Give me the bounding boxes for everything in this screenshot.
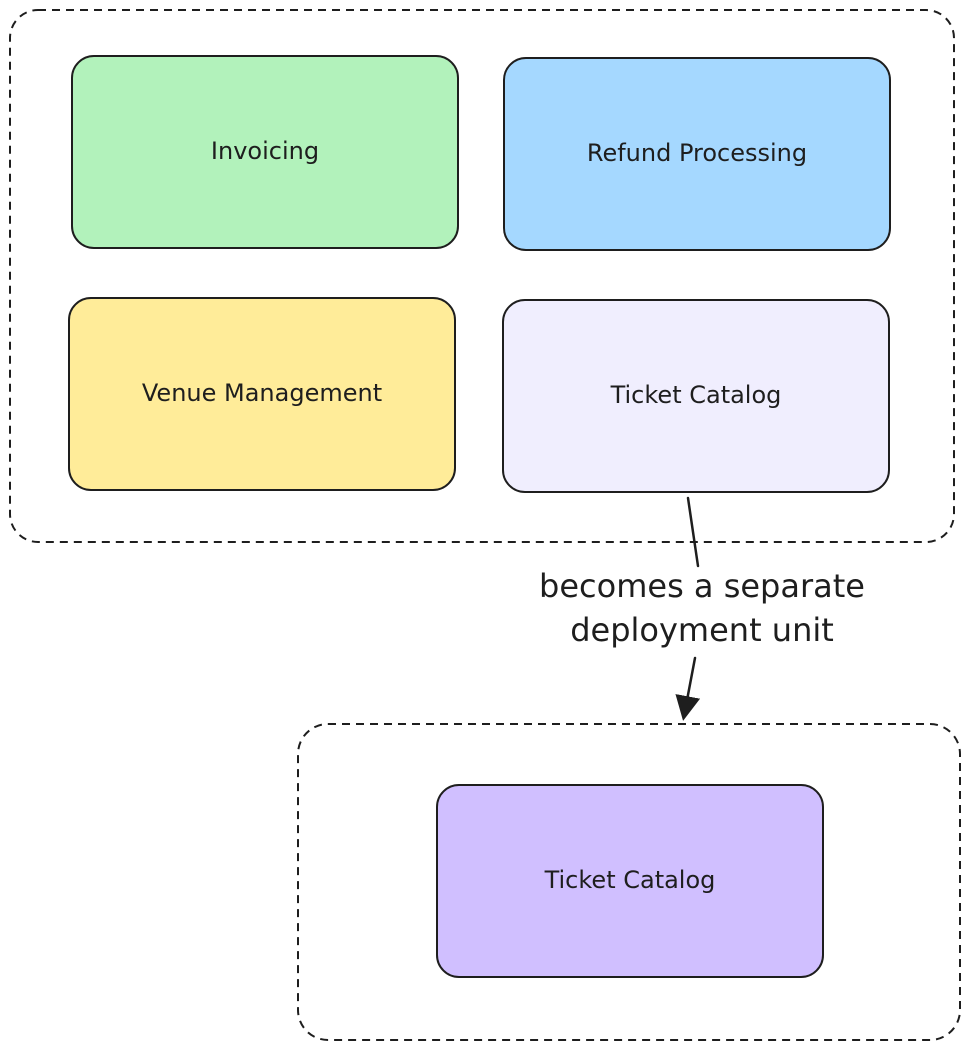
service-ticket-catalog-label: Ticket Catalog xyxy=(544,866,716,894)
deployment-unit-boundary xyxy=(297,723,961,1041)
arrow-segment-upper xyxy=(686,496,700,568)
module-invoicing-label: Invoicing xyxy=(211,137,319,165)
module-refund-processing: Refund Processing xyxy=(503,57,891,251)
arrow-label-line2: deployment unit xyxy=(570,611,834,649)
arrow-label-line1: becomes a separate xyxy=(539,567,865,605)
module-invoicing-box xyxy=(71,55,459,249)
module-ticket-catalog-label: Ticket Catalog xyxy=(610,381,782,409)
service-ticket-catalog: Ticket Catalog xyxy=(436,784,824,978)
module-ticket-catalog-box xyxy=(502,299,890,493)
module-venue-management-label: Venue Management xyxy=(142,379,382,407)
arrow-segment-lower xyxy=(675,656,701,721)
module-invoicing: Invoicing xyxy=(71,55,459,249)
module-venue-management: Venue Management xyxy=(68,297,456,491)
module-ticket-catalog: Ticket Catalog xyxy=(502,299,890,493)
module-refund-processing-label: Refund Processing xyxy=(587,139,807,167)
module-refund-processing-box xyxy=(503,57,891,251)
arrow-label: becomes a separate deployment unit xyxy=(539,567,865,649)
monolith-boundary xyxy=(9,9,955,543)
module-venue-management-box xyxy=(68,297,456,491)
service-ticket-catalog-box xyxy=(436,784,824,978)
